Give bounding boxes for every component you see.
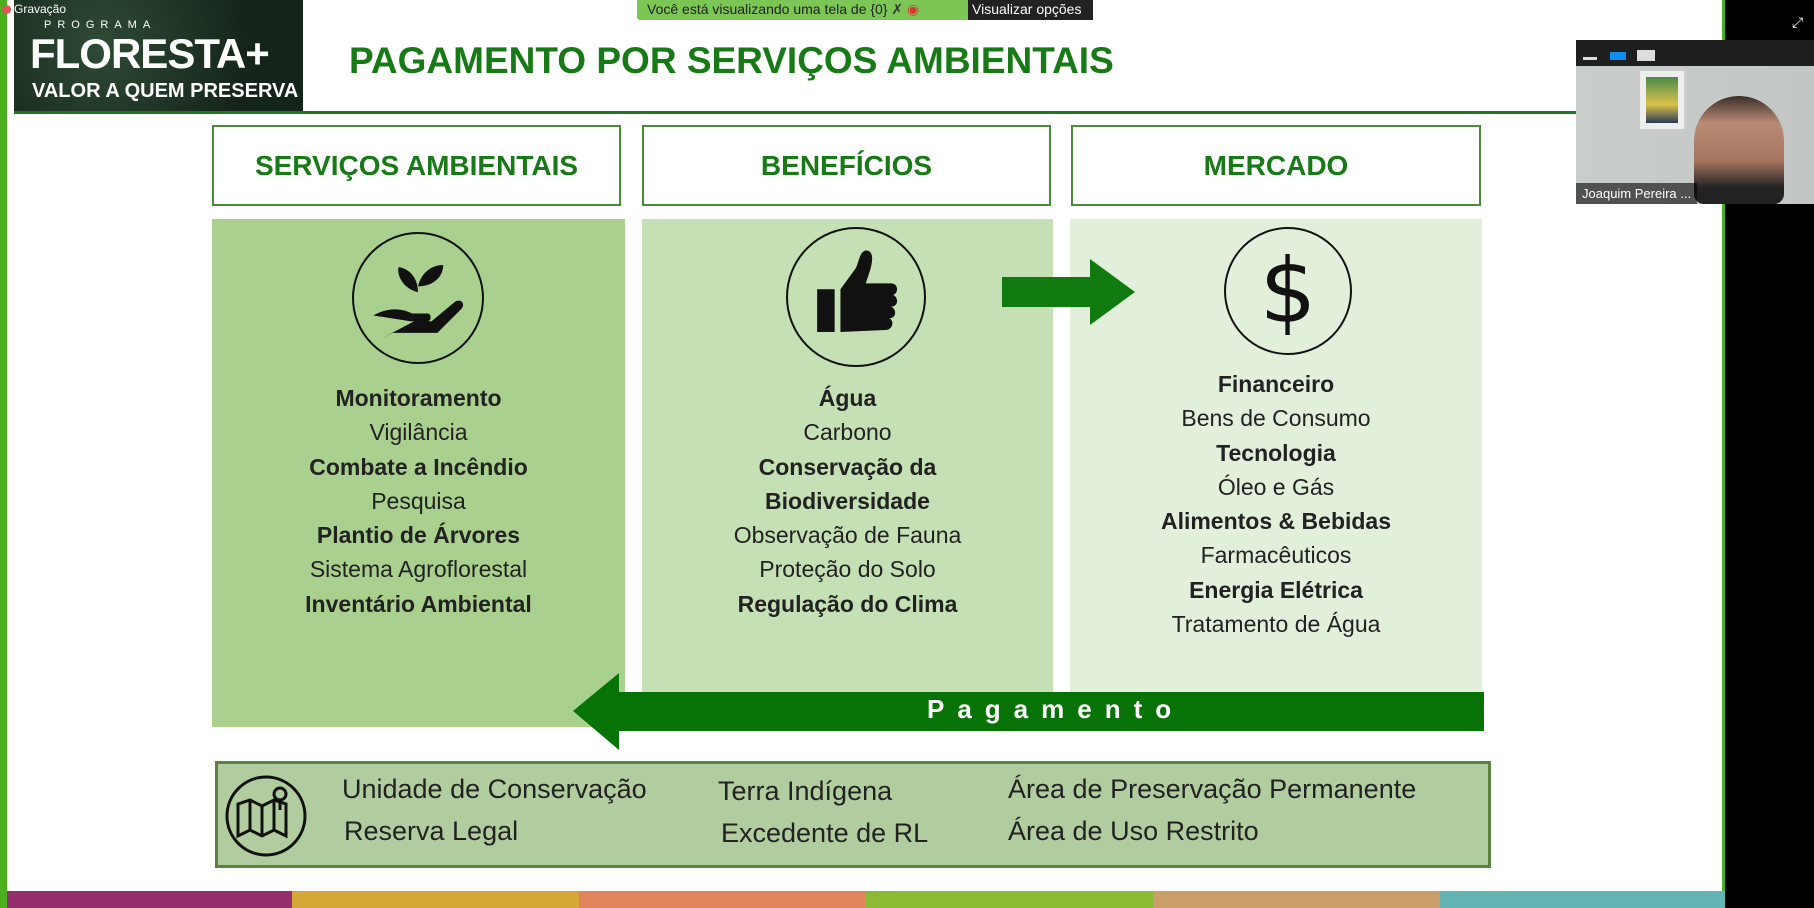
logo-subtitle: VALOR A QUEM PRESERVA [32,80,299,102]
list-item: Sistema Agroflorestal [309,556,528,583]
dollar-icon: $ [1224,227,1352,355]
list-item: Bens de Consumo [1181,405,1371,432]
list-item: Alimentos & Bebidas [1160,508,1392,535]
stripe [7,891,292,908]
shared-screen-slide: PROGRAMA FLORESTA+ VALOR A QUEM PRESERVA… [0,0,1725,908]
stripe [1440,891,1725,908]
gallery-view-icon[interactable] [1637,50,1655,61]
recording-indicator: Gravação [2,2,66,16]
area-item: Área de Uso Restrito [1008,816,1259,846]
list-item: Conservação da [758,453,937,480]
list-item: Regulação do Clima [737,590,958,617]
list-item: Observação de Fauna [733,522,962,549]
stripe [292,891,579,908]
list-item: Vigilância [369,419,468,446]
area-item: Unidade de Conservação [342,774,647,804]
area-item: Terra Indígena [718,776,893,806]
screen-share-notice: Você está visualizando uma tela de {0} ✗… [637,0,968,20]
participant-name: Joaquim Pereira ... [1576,183,1698,204]
svg-text:$: $ [1260,240,1317,344]
payment-label: Pagamento [927,694,1185,724]
list-item: Plantio de Árvores [316,522,521,549]
notice-text: Você está visualizando uma tela de {0} [647,1,888,17]
header-beneficios: BENEFÍCIOS [642,125,1051,206]
map-pin-icon [225,775,307,857]
list-item: Financeiro [1217,371,1335,397]
video-toolbar [1576,40,1814,66]
fullscreen-icon[interactable]: ⤢ [1792,14,1804,30]
view-options-button[interactable]: Visualizar opções [968,0,1093,20]
record-icon: ◉ [907,1,920,17]
participant-video: Joaquim Pereira ... [1576,66,1814,204]
area-types-box: Unidade de Conservação Reserva Legal Ter… [215,761,1491,868]
header-servicos: SERVIÇOS AMBIENTAIS [212,125,621,206]
floresta-logo: PROGRAMA FLORESTA+ VALOR A QUEM PRESERVA [14,0,303,111]
header-divider [14,111,1584,114]
record-dot-icon [2,4,11,14]
payment-arrow-icon [573,673,1484,750]
list-item: Biodiversidade [765,487,930,514]
list-item: Farmacêuticos [1200,542,1352,569]
recording-label: Gravação [14,2,67,16]
hand-plant-icon [352,232,484,364]
page-title: PAGAMENTO POR SERVIÇOS AMBIENTAIS [349,40,1114,81]
stripe [579,891,866,908]
minimize-icon[interactable] [1583,57,1597,60]
list-item: Proteção do Solo [759,556,936,583]
logo-title: FLORESTA+ [30,30,270,77]
logo-small-text: PROGRAMA [44,19,157,31]
area-item: Excedente de RL [721,818,929,848]
video-thumbnail[interactable]: Joaquim Pereira ... [1576,40,1814,204]
area-item: Reserva Legal [344,816,519,846]
list-item: Água [818,385,877,411]
mic-off-icon: ✗ [891,1,904,17]
area-item: Área de Preservação Permanente [1008,774,1417,804]
thumbs-up-icon [786,227,926,367]
participant-figure [1694,96,1784,204]
header-mercado: MERCADO [1071,125,1481,206]
speaker-view-icon[interactable] [1610,52,1626,60]
arrow-right-icon [1002,259,1135,325]
list-item: Combate a Incêndio [309,453,528,480]
list-item: Monitoramento [335,385,502,411]
list-item: Óleo e Gás [1217,473,1335,500]
stripe [866,891,1153,908]
list-item: Inventário Ambiental [305,590,532,617]
list-item: Energia Elétrica [1189,576,1363,603]
stripe [1153,891,1440,908]
wall-portrait [1638,69,1686,131]
list-item: Carbono [803,419,892,446]
list-item: Pesquisa [371,487,466,514]
list-item: Tratamento de Água [1171,611,1381,638]
list-item: Tecnologia [1216,439,1336,466]
